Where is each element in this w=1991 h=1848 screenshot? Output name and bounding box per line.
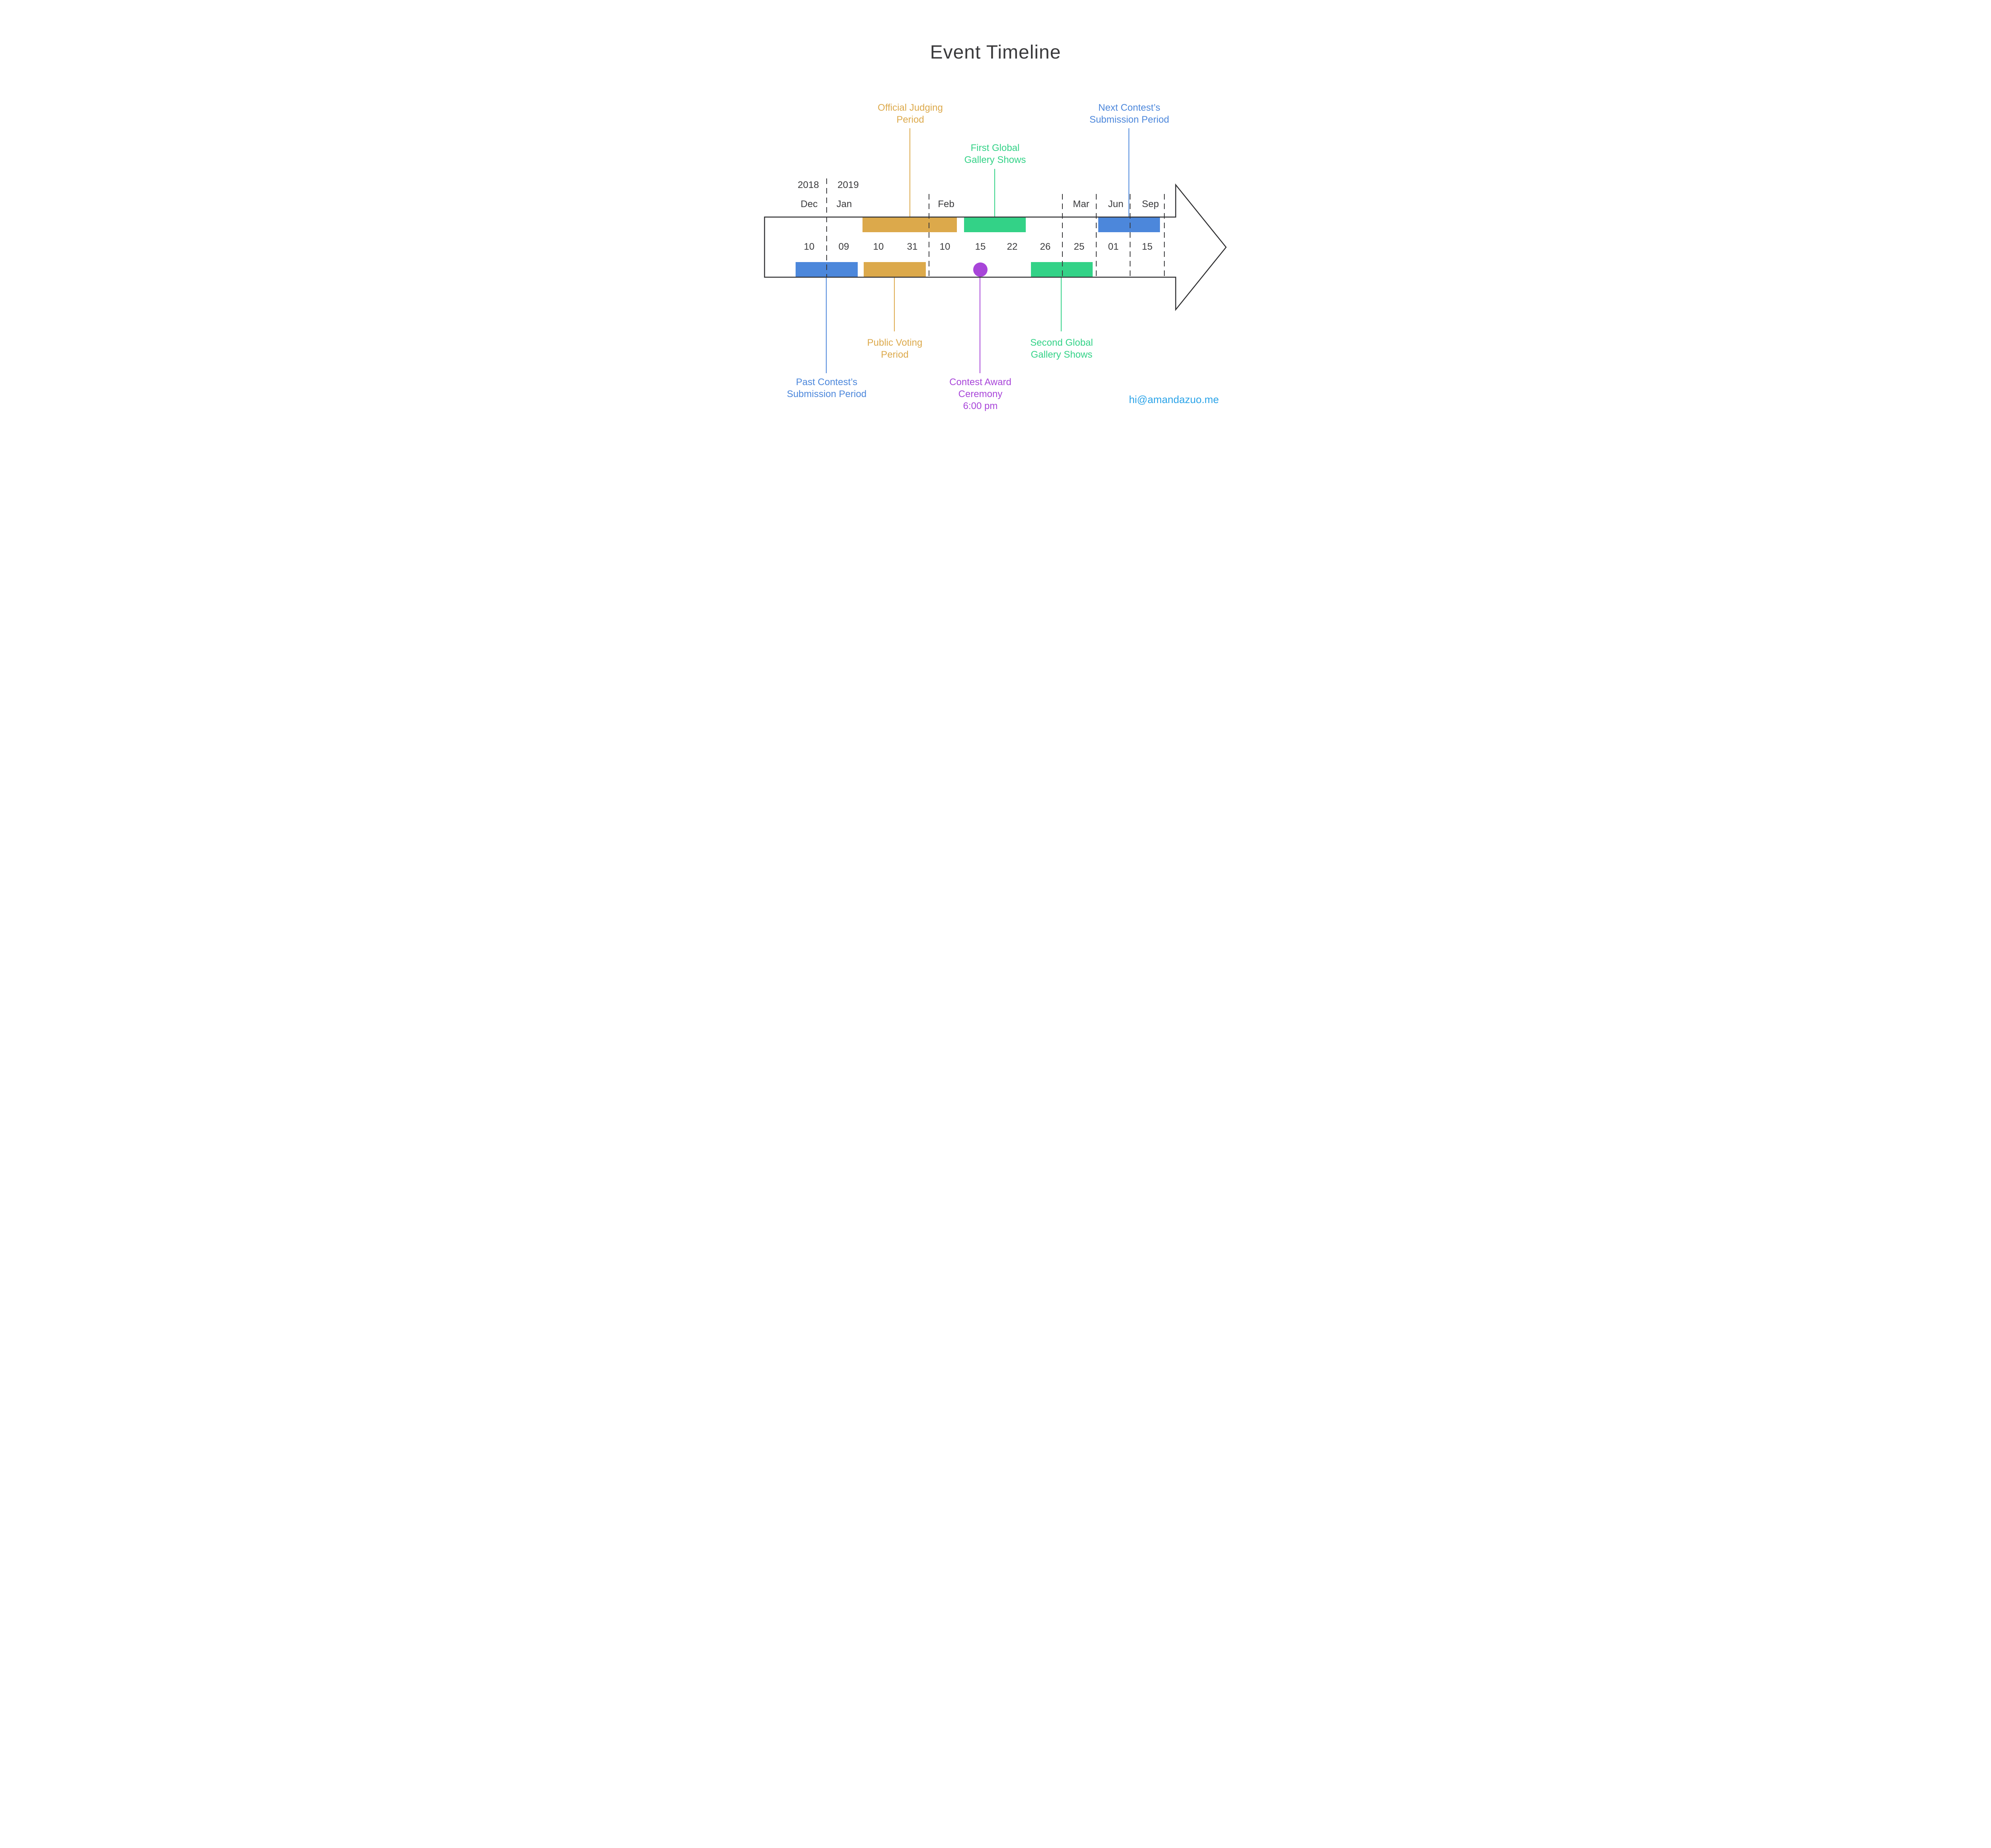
leader-official-judging-period xyxy=(909,128,910,217)
contact-email: hi@amandazuo.me xyxy=(1129,393,1219,405)
date-label: 22 xyxy=(1007,241,1018,252)
date-label: 15 xyxy=(975,241,986,252)
event-timeline-canvas: Event Timeline Official Judging Period F… xyxy=(709,0,1282,462)
timeline-arrow-outline xyxy=(764,183,1227,311)
leader-public-voting-period xyxy=(894,277,895,331)
leader-second-global-gallery-shows xyxy=(1061,277,1062,331)
separator-sep-end xyxy=(1164,194,1165,277)
leader-past-contests-submission-period xyxy=(826,277,827,373)
date-label: 09 xyxy=(838,241,849,252)
label-public-voting-period: Public Voting Period xyxy=(867,337,923,360)
separator-dec-jan xyxy=(826,178,827,277)
label-second-global-gallery-shows: Second Global Gallery Shows xyxy=(1030,337,1093,360)
date-label: 31 xyxy=(907,241,918,252)
separator-mar-jun xyxy=(1096,194,1097,277)
date-label: 10 xyxy=(873,241,884,252)
bar-first-global-gallery-shows xyxy=(964,217,1026,232)
leader-next-contests-submission-period xyxy=(1128,128,1129,217)
year-label-2019: 2019 xyxy=(837,180,859,190)
month-label-sep: Sep xyxy=(1142,199,1159,209)
date-label: 10 xyxy=(939,241,951,252)
label-past-contests-submission-period: Past Contest’s Submission Period xyxy=(786,377,867,399)
date-label: 15 xyxy=(1142,241,1153,252)
leader-first-global-gallery-shows xyxy=(994,169,995,217)
year-label-2018: 2018 xyxy=(798,180,819,190)
bar-next-contests-submission-period xyxy=(1098,217,1160,232)
month-label-mar: Mar xyxy=(1073,199,1089,209)
label-contest-award-ceremony: Contest Award Ceremony 6:00 pm xyxy=(949,377,1011,411)
date-label: 01 xyxy=(1108,241,1119,252)
month-label-feb: Feb xyxy=(938,199,954,209)
date-label: 26 xyxy=(1040,241,1051,252)
bar-public-voting-period xyxy=(864,262,926,277)
label-official-judging-period: Official Judging Period xyxy=(878,102,943,125)
month-label-jan: Jan xyxy=(836,199,852,209)
month-label-jun: Jun xyxy=(1108,199,1124,209)
contest-award-ceremony-dot xyxy=(973,262,988,277)
label-next-contests-submission-period: Next Contest’s Submission Period xyxy=(1089,102,1170,125)
date-label: 25 xyxy=(1074,241,1085,252)
month-label-dec: Dec xyxy=(800,199,818,209)
bar-second-global-gallery-shows xyxy=(1031,262,1093,277)
separator-feb-mar xyxy=(1062,194,1063,277)
bar-official-judging-period xyxy=(863,217,957,232)
date-label: 10 xyxy=(804,241,815,252)
label-first-global-gallery-shows: First Global Gallery Shows xyxy=(964,143,1026,165)
page-title: Event Timeline xyxy=(930,42,1061,63)
